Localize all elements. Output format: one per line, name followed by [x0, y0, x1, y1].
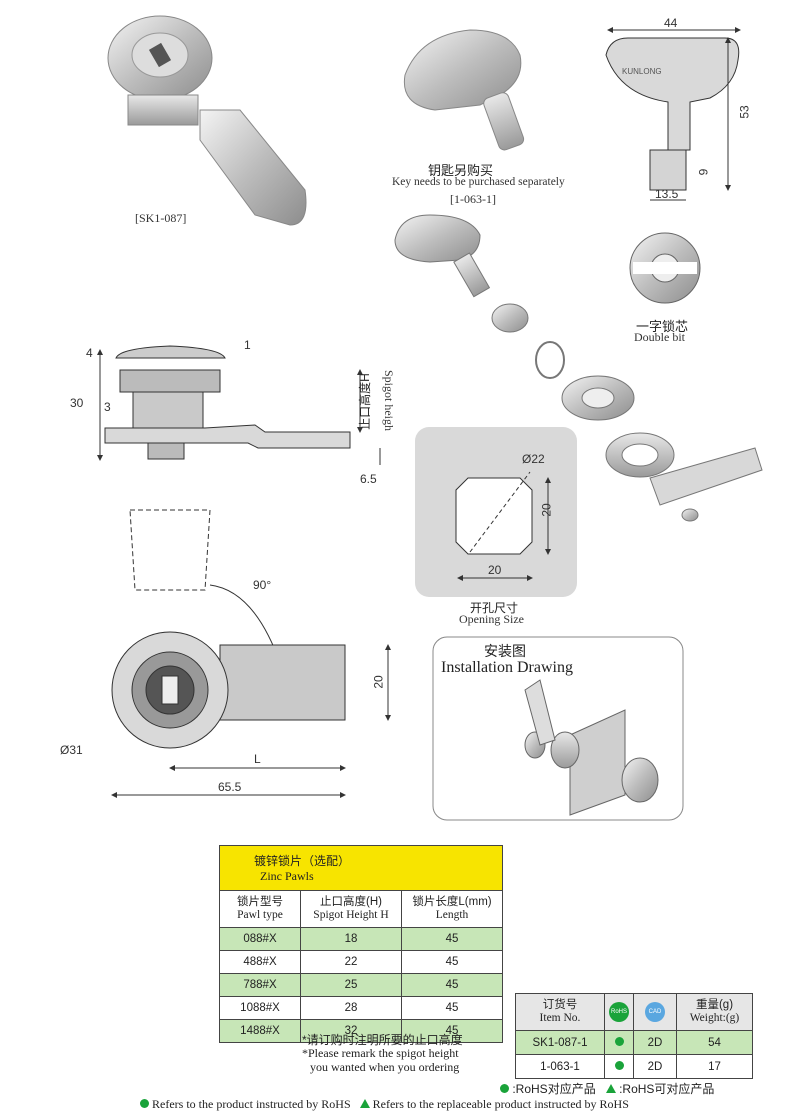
- rohs-icon: RoHS: [609, 1002, 629, 1022]
- side-view-drawing: [97, 345, 381, 465]
- pawls-title-en: Zinc Pawls: [260, 869, 314, 883]
- key-brand-mark: KUNLONG: [622, 67, 662, 76]
- double-bit-view: [629, 232, 701, 304]
- pawls-note-cn: *请订购时注明所要的止口高度: [302, 1033, 463, 1047]
- front-dim-total: 65.5: [218, 780, 242, 794]
- key-code: [1-063-1]: [450, 192, 496, 206]
- cell-weight: 17: [676, 1054, 753, 1079]
- side-dim-overall: 30: [70, 396, 84, 410]
- front-dim-dia: Ø31: [60, 743, 83, 757]
- legend-cn: :RoHS对应产品 :RoHS可对应产品: [500, 1080, 714, 1097]
- front-view-drawing: [111, 509, 391, 798]
- cad-icon: CAD: [645, 1002, 665, 1022]
- col-length-en: Length: [435, 909, 469, 921]
- opening-dim-diag: Ø22: [522, 452, 545, 466]
- front-dim-pawl-w: 20: [371, 675, 386, 689]
- col-pawl-type-en: Pawl type: [237, 909, 283, 921]
- cell-type: 1088#X: [219, 996, 301, 1020]
- side-dim-pawl-thk: 3: [104, 400, 111, 414]
- key-photo: [403, 29, 525, 151]
- opening-dim-h: 20: [539, 503, 554, 517]
- front-dim-angle: 90°: [253, 578, 272, 592]
- opening-dim-w: 20: [488, 563, 502, 577]
- rohs-triangle-icon: [359, 1099, 370, 1108]
- cell-type: 1488#X: [219, 1019, 301, 1043]
- legend-rohs-replace-en: Refers to the replaceable product instru…: [372, 1097, 629, 1111]
- side-dim-lip: 1: [244, 338, 251, 352]
- rohs-triangle-icon: [605, 1084, 616, 1093]
- front-dim-L: L: [254, 752, 261, 766]
- cell-height: 18: [300, 927, 402, 951]
- cell-height: 25: [300, 973, 402, 997]
- rohs-dot-icon: [500, 1084, 509, 1093]
- installation-title-cn: 安装图: [484, 643, 526, 659]
- cell-item: SK1-087-1: [515, 1030, 605, 1055]
- side-dim-top: 4: [86, 346, 93, 360]
- legend-rohs-cn: :RoHS对应产品: [512, 1082, 596, 1096]
- side-dim-pawl-off: 6.5: [360, 472, 377, 486]
- col-item-en: Item No.: [539, 1012, 581, 1024]
- rohs-dot-icon: [614, 1060, 624, 1070]
- cell-item: 1-063-1: [515, 1054, 605, 1079]
- cell-length: 45: [401, 927, 503, 951]
- cell-height: 32: [300, 1019, 402, 1043]
- product-model-code: [SK1-087]: [135, 211, 187, 225]
- pawls-note-en-1: *Please remark the spigot height: [302, 1046, 459, 1060]
- key-dim-tip: 9: [696, 168, 711, 176]
- pawls-title-cn: 镀锌锁片（选配）: [254, 854, 351, 868]
- pawls-note-en-2: you wanted when you ordering: [310, 1060, 460, 1074]
- key-title-cn: 钥匙另购买: [428, 163, 494, 178]
- col-spigot-cn: 止口高度(H): [320, 896, 382, 908]
- key-title-en: Key needs to be purchased separately: [392, 176, 565, 188]
- col-weight-en: Weight:(g): [689, 1012, 740, 1024]
- opening-size-en: Opening Size: [459, 612, 524, 626]
- lock-photo: [107, 15, 307, 226]
- legend-en: Refers to the product instructed by RoHS…: [140, 1097, 629, 1112]
- cell-height: 28: [300, 996, 402, 1020]
- key-dimension-drawing: [605, 27, 741, 201]
- col-item-cn: 订货号: [542, 999, 578, 1011]
- double-bit-en: Double bit: [634, 330, 685, 344]
- cell-type: 488#X: [219, 950, 301, 974]
- double-bit-cn: 一字锁芯: [636, 319, 689, 334]
- col-weight-cn: 重量(g): [695, 999, 734, 1011]
- opening-size-cn: 开孔尺寸: [470, 601, 519, 615]
- cell-length: 45: [401, 950, 503, 974]
- cell-cad: 2D: [633, 1030, 677, 1055]
- cell-type: 088#X: [219, 927, 301, 951]
- cell-weight: 54: [676, 1030, 753, 1055]
- cell-cad: 2D: [633, 1054, 677, 1079]
- legend-rohs-replace-cn: :RoHS可对应产品: [619, 1082, 715, 1096]
- cell-type: 788#X: [219, 973, 301, 997]
- key-dim-shank: 13.5: [655, 187, 679, 201]
- col-spigot-en: Spigot Height H: [313, 909, 389, 921]
- cell-length: 45: [401, 1019, 503, 1043]
- installation-title-en: Installation Drawing: [441, 659, 573, 676]
- rohs-dot-icon: [614, 1036, 624, 1046]
- legend-rohs-en: Refers to the product instructed by RoHS: [152, 1097, 351, 1111]
- key-dim-height: 53: [737, 105, 752, 119]
- cell-length: 45: [401, 973, 503, 997]
- exploded-assembly: [394, 214, 763, 522]
- spigot-height-en: Spigot heigh: [382, 369, 397, 432]
- col-length-cn: 锁片长度L(mm): [412, 896, 492, 908]
- rohs-dot-icon: [140, 1099, 149, 1108]
- installation-drawing: [432, 636, 684, 821]
- opening-size-drawing: [415, 427, 577, 597]
- cell-length: 45: [401, 996, 503, 1020]
- key-dim-width: 44: [664, 16, 678, 30]
- col-pawl-type-cn: 锁片型号: [237, 896, 283, 908]
- cell-height: 22: [300, 950, 402, 974]
- spigot-height-cn: 止口高度H: [357, 373, 372, 430]
